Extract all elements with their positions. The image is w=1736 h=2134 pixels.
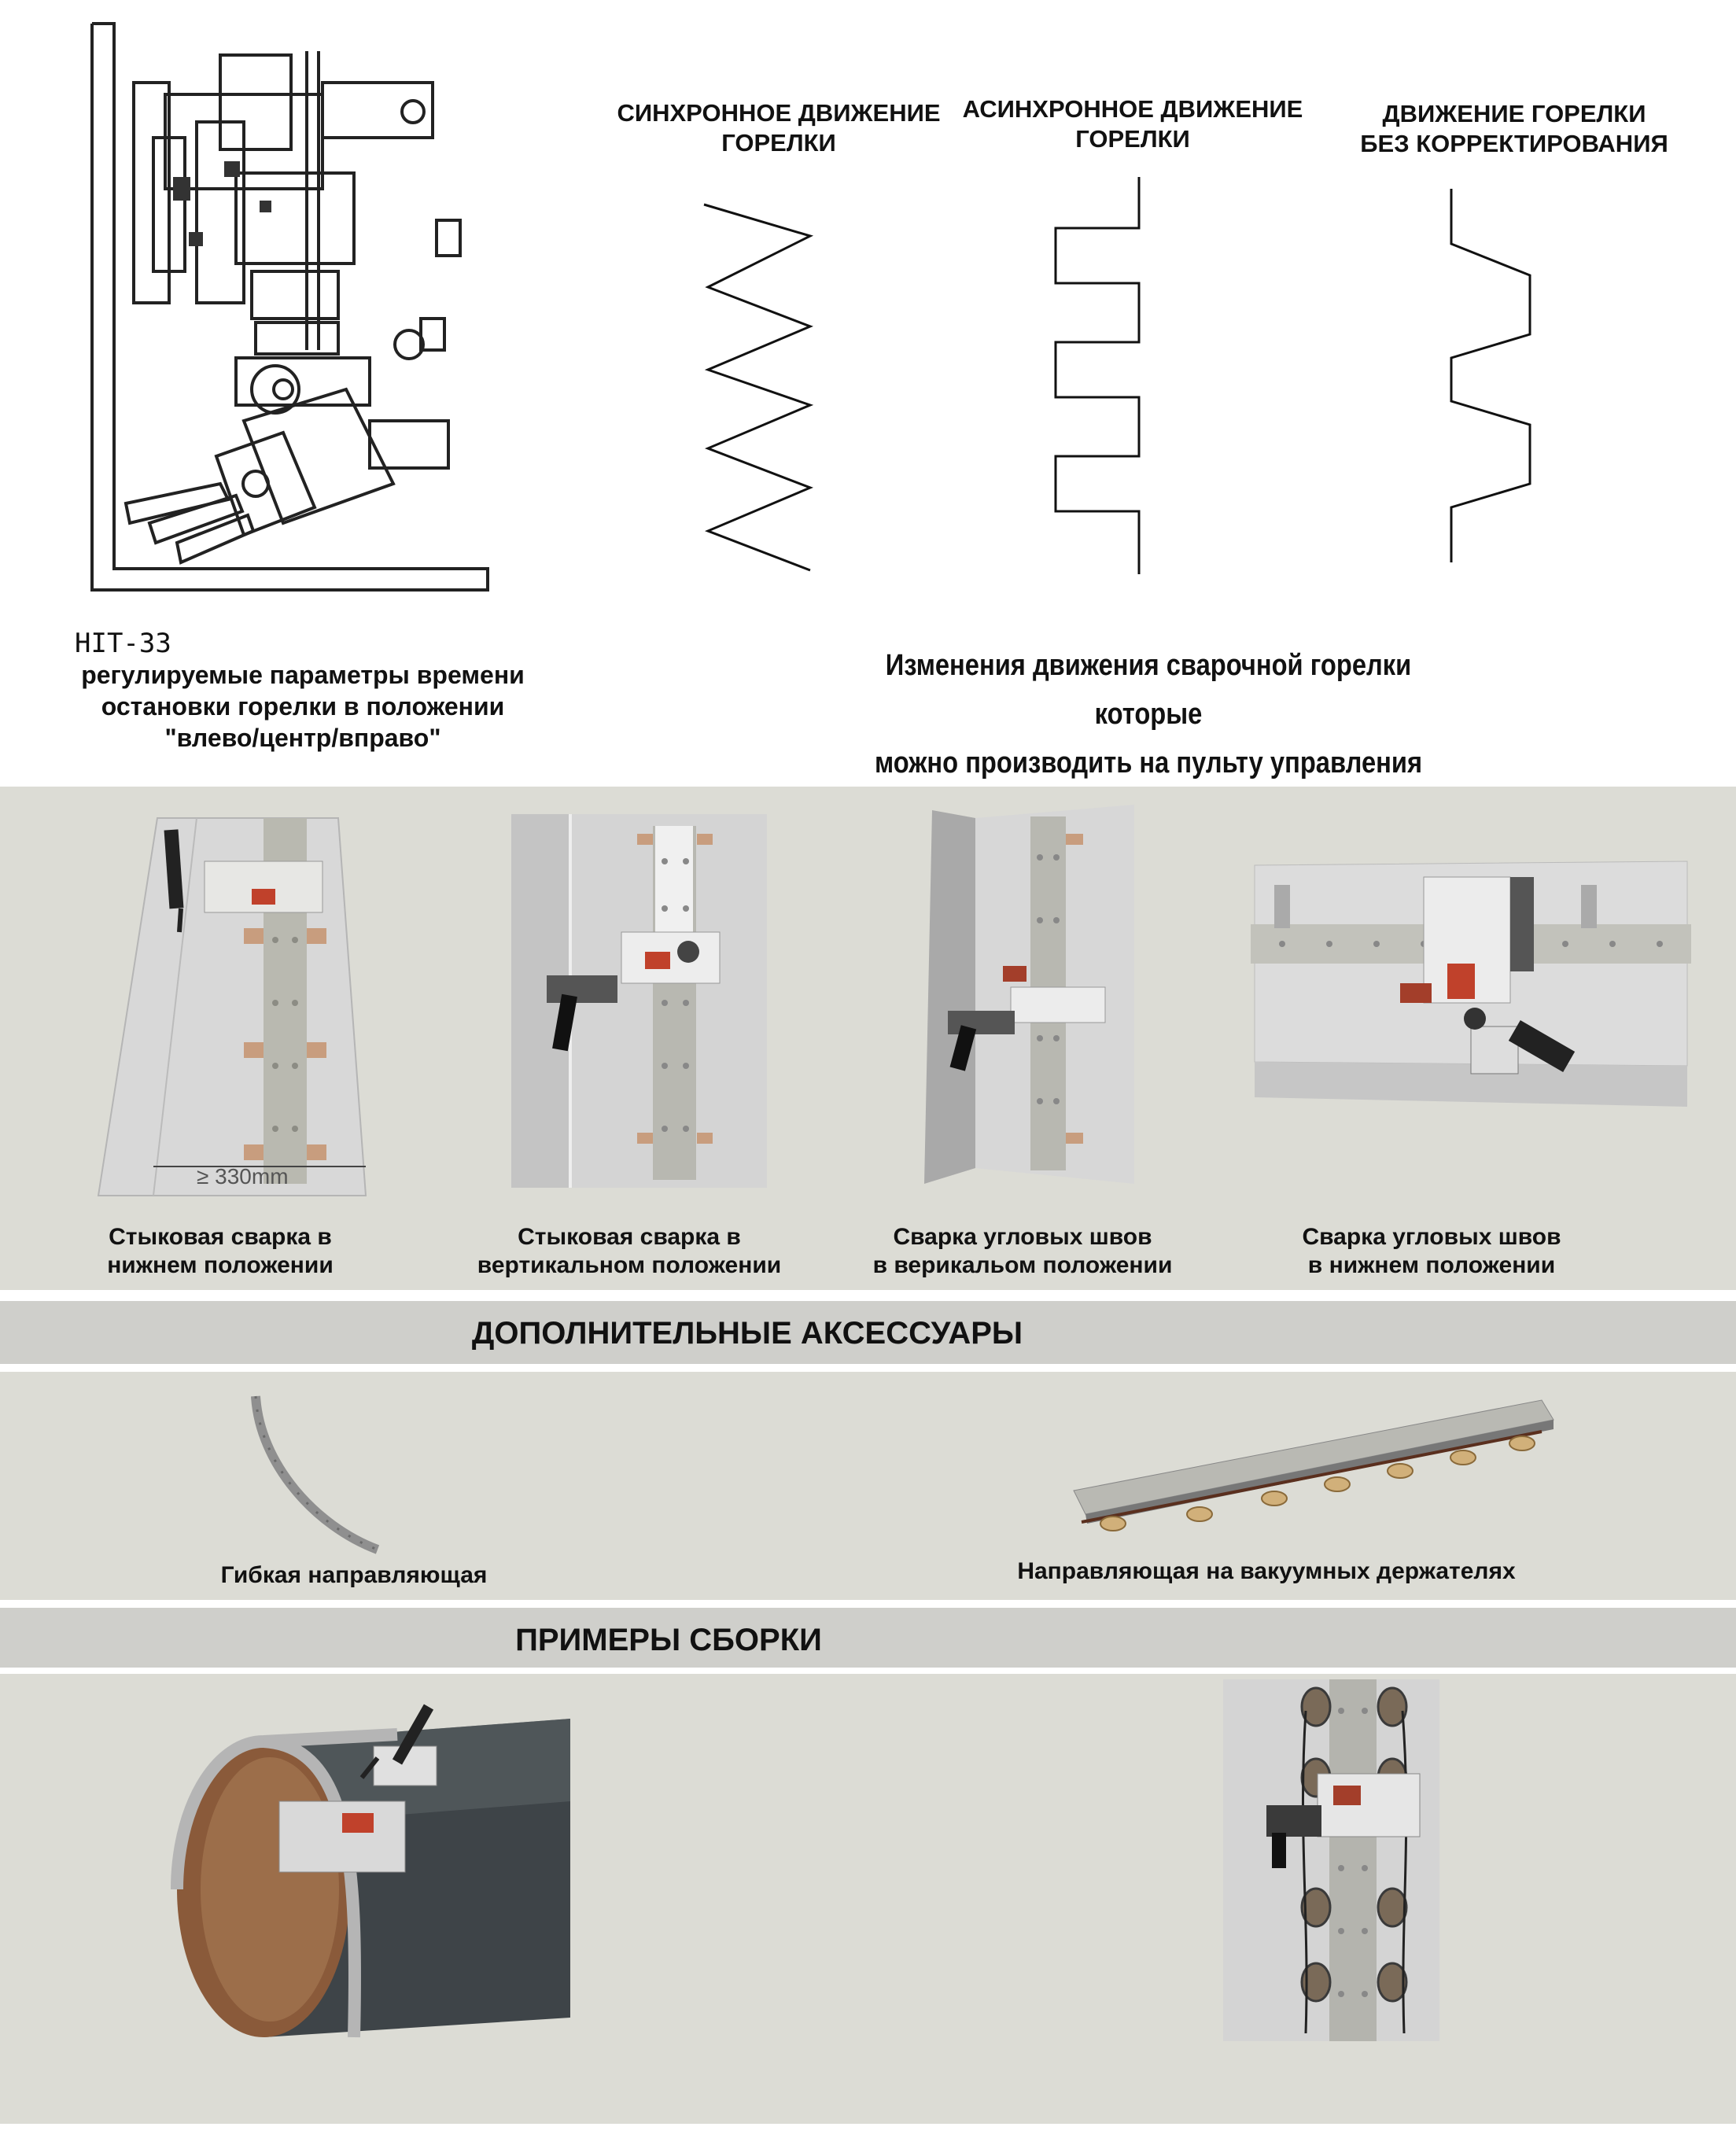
caption-fillet-flat: Сварка угловых швов в нижнем положении <box>1302 1224 1561 1278</box>
async-motion-header: АСИНХРОННОЕ ДВИЖЕНИЕ ГОРЕЛКИ <box>962 95 1303 153</box>
machine-drawing <box>90 22 489 592</box>
bottom-border <box>0 2124 1736 2134</box>
vacuum-rail-photo <box>1073 1399 1554 1531</box>
diagram-section <box>0 0 1736 787</box>
nocorr-trapezoid-graphic <box>1450 189 1531 562</box>
dimension-label: ≥ 330mm <box>197 1164 289 1189</box>
caption-fillet-vertical: Сварка угловых швов в верикальом положен… <box>872 1224 1173 1278</box>
model-line-3: "влево/центр/вправо" <box>164 724 441 752</box>
accessories-title-bar <box>0 1301 1736 1364</box>
photo-butt-vertical <box>511 814 767 1188</box>
separator <box>0 1600 1736 1608</box>
flexible-rail-label: Гибкая направляющая <box>220 1562 488 1588</box>
vertical-assembly-photo <box>1223 1679 1439 2041</box>
assembly-title-bar <box>0 1608 1736 1668</box>
motion-caption: Изменения движения сварочной горелки кот… <box>874 649 1423 780</box>
separator <box>0 1290 1736 1301</box>
async-step-graphic <box>1054 177 1141 574</box>
model-line-2: остановки горелки в положении <box>101 692 505 721</box>
nocorr-motion-header: ДВИЖЕНИЕ ГОРЕЛКИ БЕЗ КОРРЕКТИРОВАНИЯ <box>1360 100 1668 157</box>
photo-butt-flat <box>97 817 367 1196</box>
flexible-rail-photo <box>251 1395 380 1554</box>
photo-fillet-flat <box>1251 861 1691 1107</box>
accessories-title: ДОПОЛНИТЕЛЬНЫЕ АКСЕССУАРЫ <box>471 1316 1023 1351</box>
model-description: регулируемые параметры времени остановки… <box>31 659 574 754</box>
assembly-title: ПРИМЕРЫ СБОРКИ <box>515 1623 822 1657</box>
separator <box>0 1364 1736 1372</box>
sync-motion-header: СИНХРОННОЕ ДВИЖЕНИЕ ГОРЕЛКИ <box>617 99 941 157</box>
photo-fillet-vertical <box>924 805 1134 1184</box>
caption-butt-flat: Стыковая сварка в нижнем положении <box>107 1224 334 1278</box>
sync-zigzag-graphic <box>703 203 814 572</box>
caption-butt-vertical: Стыковая сварка в вертикальном положении <box>477 1224 782 1278</box>
separator <box>0 1668 1736 1674</box>
vacuum-rail-label: Направляющая на вакуумных держателях <box>1017 1558 1516 1584</box>
model-line-1: регулируемые параметры времени <box>81 661 525 689</box>
model-code: HIT-33 <box>75 628 171 659</box>
pipe-assembly-photo <box>171 1704 570 2038</box>
